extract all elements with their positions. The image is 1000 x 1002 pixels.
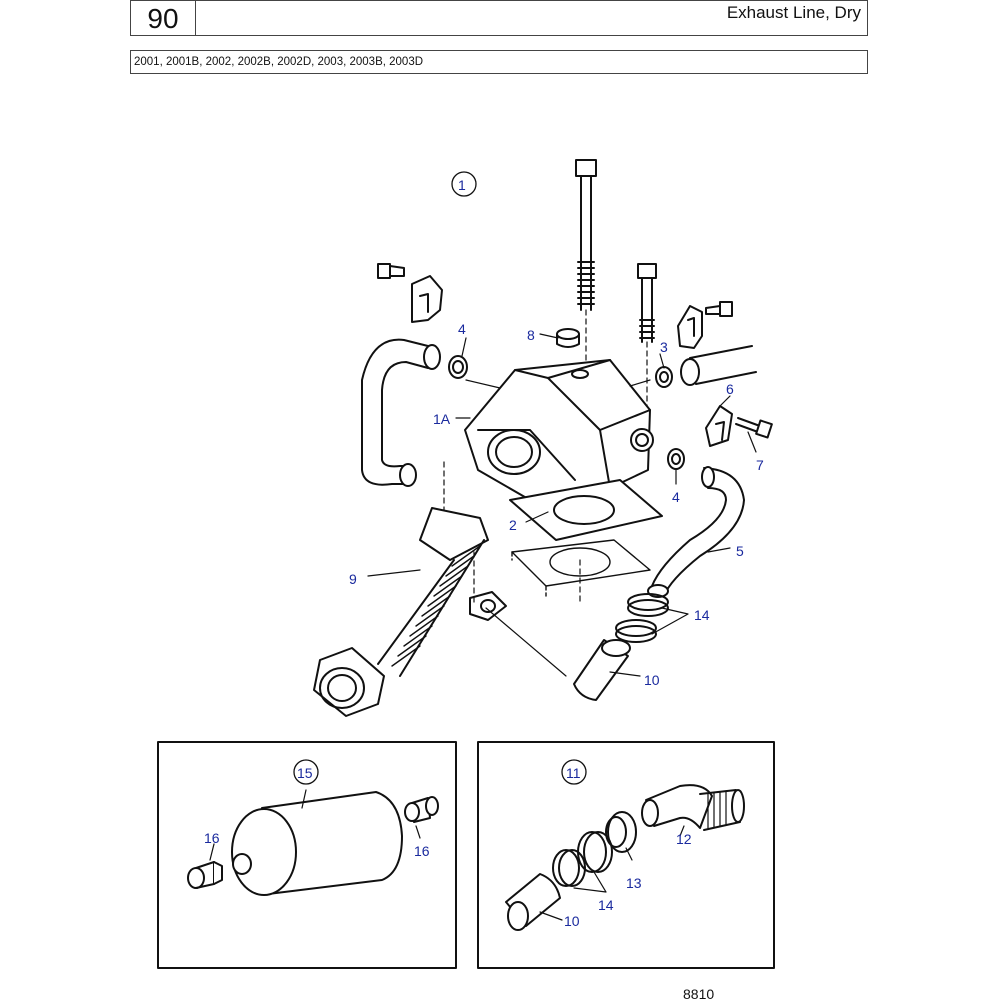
fitting-16-left [187,843,223,889]
callout-12: 12 [676,831,692,847]
clamps-14 [615,593,669,643]
callout-2: 2 [509,517,517,533]
callout-4-left: 4 [458,321,466,337]
callout-6: 6 [726,381,734,397]
washer-4-right [667,448,685,470]
silencer-15 [231,789,403,896]
bracket-right [677,305,703,349]
fitting-16-right [404,796,439,839]
callout-16-left: 16 [204,830,220,846]
callout-ring-11 [561,759,587,785]
elbow-12 [641,784,745,837]
bent-pipe-left [361,338,441,487]
long-bolt [575,159,597,371]
callout-11: 11 [566,765,581,781]
washer-3 [655,366,673,388]
screw-right-top [705,301,733,317]
callout-1: 1 [458,177,466,193]
header-box: 90 Exhaust Line, Dry [130,0,868,36]
inset-right-box [477,741,775,969]
nut-13 [605,811,637,861]
callout-8: 8 [527,327,535,343]
callout-16-right: 16 [414,843,430,859]
callout-5: 5 [736,543,744,559]
callout-9: 9 [349,571,357,587]
small-gasket [469,591,507,621]
bracket-6 [705,405,733,447]
hose-10-inset [505,873,563,931]
callout-14-inset: 14 [598,897,614,913]
hose-5 [647,466,745,598]
callout-ring-1 [451,171,477,197]
short-bolt [637,263,657,411]
page-title: Exhaust Line, Dry [726,3,861,22]
drawing-number: 8810 [683,986,715,1002]
callout-3: 3 [660,339,668,355]
bellows-9 [313,507,489,717]
pipe-right [680,345,757,386]
hose-piece-10 [573,639,631,701]
callout-14: 14 [694,607,710,623]
callout-13: 13 [626,875,642,891]
gasket-2 [509,479,663,541]
model-list: 2001, 2001B, 2002, 2002B, 2002D, 2003, 2… [130,50,868,74]
washer-4-left [448,355,468,379]
callout-1A: 1A [433,411,451,427]
clamps-14-inset [552,831,613,893]
base-flange-outline [511,539,651,597]
bracket-left [411,275,443,323]
manifold-body [464,359,654,501]
callout-10-inset: 10 [564,913,580,929]
plug-8 [556,328,580,348]
screw-left [377,263,405,279]
callout-4-right: 4 [672,489,680,505]
callout-ring-15 [293,759,319,785]
inset-left-box [157,741,457,969]
callout-15: 15 [297,765,313,781]
section-number: 90 [131,1,196,35]
callout-10: 10 [644,672,660,688]
screw-7 [735,417,773,439]
callout-7: 7 [756,457,764,473]
